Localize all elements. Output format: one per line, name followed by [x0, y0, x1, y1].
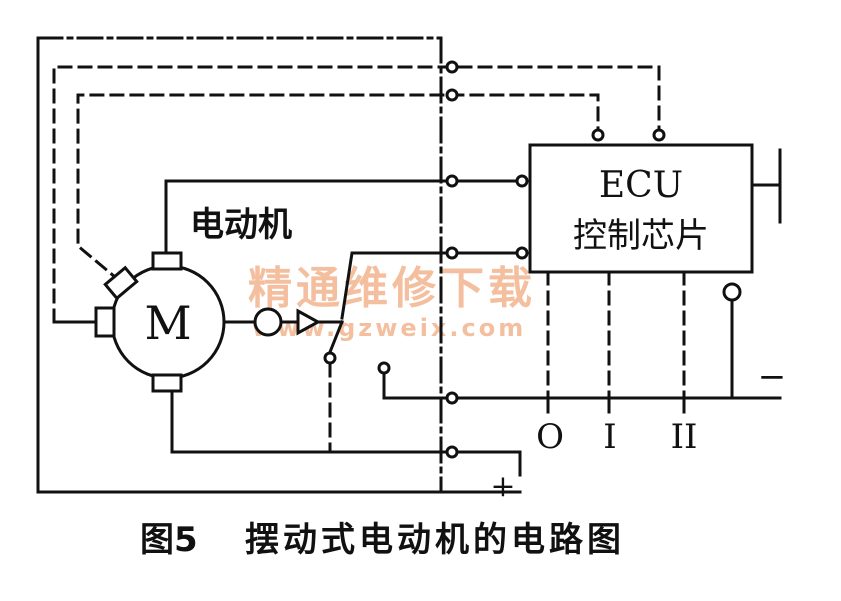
watermark-url: www.gzweix.com	[252, 314, 526, 342]
terminal-mid-2	[445, 246, 459, 260]
plus-label: +	[490, 469, 515, 504]
motor-label: 电动机	[190, 205, 292, 245]
ecu-terminal-top-2	[652, 128, 666, 142]
motor-brush-bottom	[151, 373, 183, 393]
switch-contact-left	[323, 351, 337, 365]
motor-brush-upper-left	[103, 265, 139, 301]
ecu-chip-box	[528, 143, 754, 274]
shaft-coupling	[253, 307, 283, 337]
terminal-pos	[445, 445, 459, 459]
position-lines	[546, 270, 686, 400]
terminal-top-b	[445, 88, 459, 102]
minus-label: −	[758, 357, 787, 397]
motor-brush-top	[151, 251, 183, 271]
ecu-output-terminal	[722, 282, 742, 302]
figure-caption: 图5 摆动式电动机的电路图	[0, 512, 841, 572]
ecu-input-1	[515, 174, 529, 188]
caption-number: 图5	[140, 520, 198, 560]
ecu-terminal-top-1	[591, 128, 605, 142]
watermark-chinese: 精通维修下载	[248, 263, 536, 314]
position-label-o: O	[536, 417, 564, 457]
enclosure-solid	[36, 36, 522, 494]
ecu-label-line1: ECU	[599, 165, 683, 206]
motor-symbol: M	[144, 296, 191, 350]
terminal-top-a	[445, 60, 459, 74]
shaft-arrow	[296, 308, 322, 336]
position-label-ii: II	[671, 417, 698, 457]
terminal-mid-1	[445, 174, 459, 188]
motor-brush-left	[94, 306, 116, 338]
enclosure-boundary	[36, 36, 443, 494]
caption-title: 摆动式电动机的电路图	[245, 520, 625, 560]
ecu-input-2	[515, 246, 529, 260]
ecu-label-line2: 控制芯片	[573, 216, 709, 256]
position-label-i: I	[603, 417, 616, 457]
terminal-neg	[445, 391, 459, 405]
